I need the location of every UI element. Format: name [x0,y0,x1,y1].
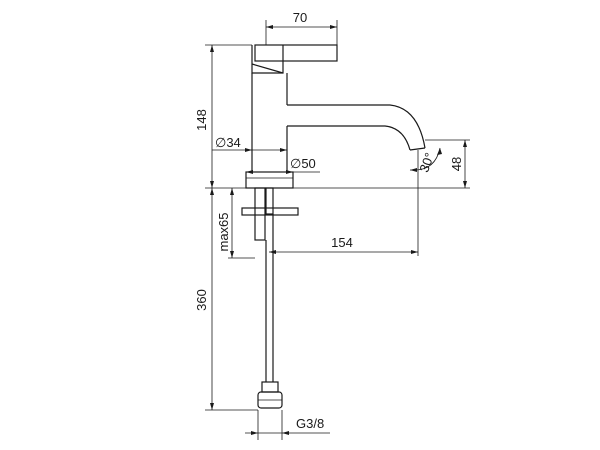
dimension-outlet-angle: 30° [409,147,442,175]
dimension-hose-length: 360 [194,188,258,411]
handle-cap-line [251,63,284,74]
dimension-spout-reach: 154 [269,150,419,256]
spout-bottom [287,125,411,151]
threaded-stem [254,187,266,241]
handle-lever [254,44,338,62]
dim-label-d50: ∅50 [290,156,316,171]
handle-cap [251,45,284,74]
spout-outlet [409,147,426,151]
dimension-spout-top: 70 [265,10,338,45]
dimension-body-diameter: ∅34 [212,135,287,152]
hose-ferrule [261,381,279,393]
dim-label-30deg: 30° [416,151,437,175]
dim-label-48: 48 [449,157,464,171]
base-flange [245,171,294,189]
stem-pin [265,187,274,215]
dimension-base-diameter: ∅50 [246,156,320,174]
dim-label-d34: ∅34 [215,135,241,150]
dim-label-g38: G3/8 [296,416,324,431]
dim-label-148: 148 [194,109,209,131]
dimension-outlet-height: 48 [425,139,470,188]
faucet-body [241,44,426,409]
dim-label-154: 154 [331,235,353,250]
dim-label-360: 360 [194,289,209,311]
dim-label-max65: max65 [216,212,231,251]
dimension-connection-thread: G3/8 [245,410,330,440]
dimension-total-height: 148 [194,44,252,188]
dimension-deck-thickness: max65 [216,188,255,259]
deck-washer [241,207,299,216]
spout-top [287,104,426,149]
dim-label-70: 70 [293,10,307,25]
